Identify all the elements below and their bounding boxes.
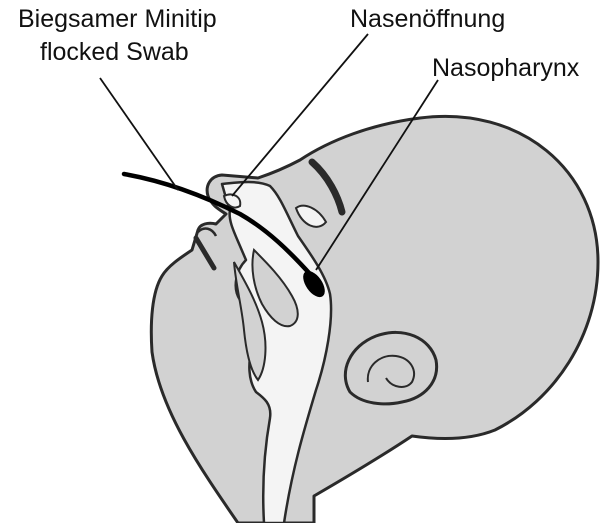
leader-line-swab — [100, 78, 178, 190]
nostril-label: Nasenöffnung — [350, 4, 505, 34]
swab-label-line-2: flocked Swab — [40, 37, 189, 67]
swab-label-line-1: Biegsamer Minitip — [18, 4, 217, 34]
nasopharynx-label: Nasopharynx — [432, 53, 579, 83]
